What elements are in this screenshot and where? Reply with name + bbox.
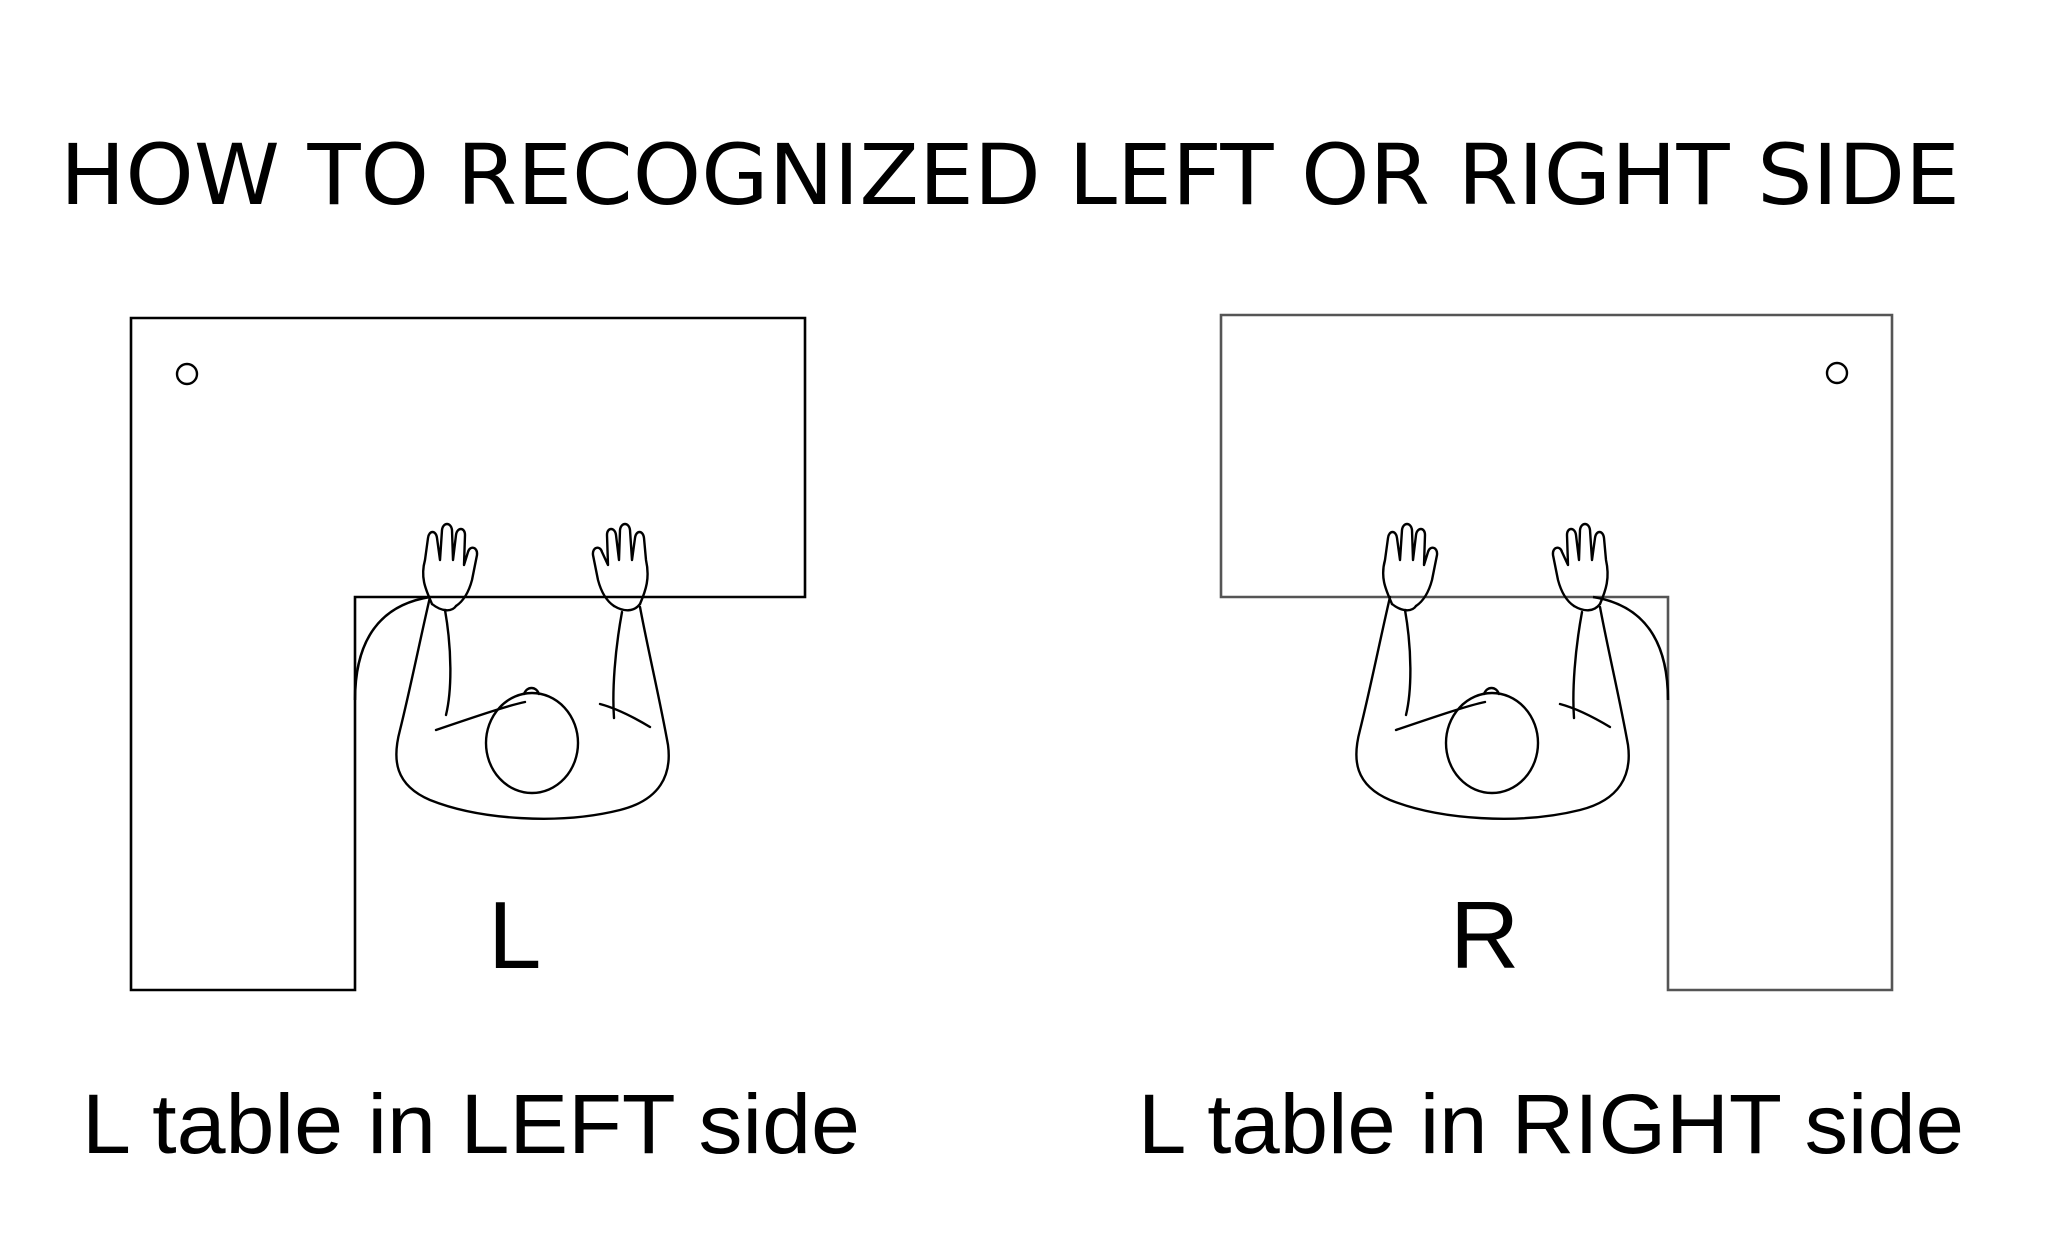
left-caption: L table in LEFT side: [82, 1077, 860, 1171]
left-side-letter: L: [488, 882, 541, 989]
left-desk-diagram: L: [129, 316, 807, 992]
left-chair: [353, 595, 431, 701]
right-desk-diagram: R: [1219, 313, 1894, 992]
right-person-figure: [1355, 522, 1630, 820]
right-desk-grommet: [1825, 361, 1849, 385]
right-caption: L table in RIGHT side: [1138, 1077, 1964, 1171]
left-desk-grommet: [175, 362, 199, 386]
left-person-figure: [395, 522, 670, 820]
right-side-letter: R: [1450, 882, 1519, 989]
diagram-title: HOW TO RECOGNIZED LEFT OR RIGHT SIDE: [60, 126, 1960, 224]
right-chair: [1592, 595, 1670, 701]
left-l-desk-outline: [129, 316, 807, 992]
right-l-desk-outline: [1219, 313, 1894, 992]
